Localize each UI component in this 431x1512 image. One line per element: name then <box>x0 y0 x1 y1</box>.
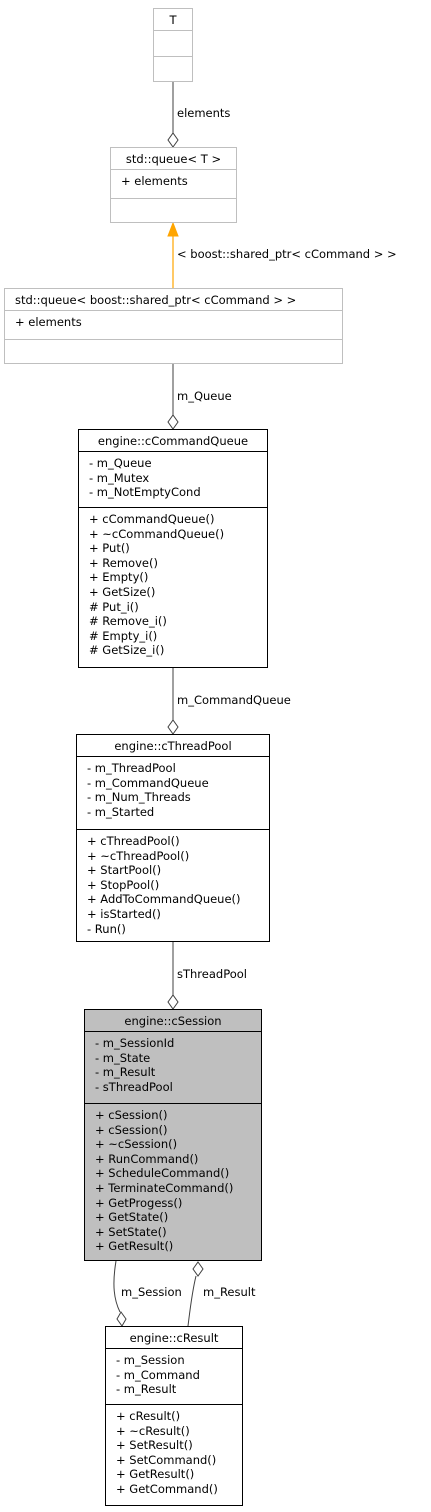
method-item: + SetCommand() <box>116 1452 217 1467</box>
attribute-item: - m_Mutex <box>89 470 150 485</box>
method-item: + GetProgess() <box>95 1195 183 1210</box>
method-item: + GetResult() <box>95 1239 174 1254</box>
attribute-section <box>154 31 192 57</box>
method-item: # Empty_i() <box>89 628 158 643</box>
method-item: + GetCommand() <box>116 1481 218 1496</box>
attribute-section: + elements <box>5 311 342 340</box>
class-box-queue-shared-ptr[interactable]: std::queue< boost::shared_ptr< cCommand … <box>4 288 343 364</box>
template-arrowhead <box>167 221 179 237</box>
class-box-T[interactable]: T <box>153 8 193 82</box>
method-item: # Put_i() <box>89 599 139 614</box>
edge-label-m-queue: m_Queue <box>177 389 232 403</box>
method-item: # Remove_i() <box>89 614 167 629</box>
class-box-queue-T[interactable]: std::queue< T > + elements <box>110 147 237 223</box>
method-item: + cCommandQueue() <box>89 512 215 526</box>
class-title: std::queue< T > <box>111 148 236 170</box>
method-item: + Remove() <box>89 555 158 570</box>
edge-line-m-result <box>187 1275 197 1327</box>
class-title: engine::cSession <box>85 1010 261 1032</box>
attribute-item: - m_Result <box>95 1065 156 1080</box>
attribute-item: + elements <box>15 315 82 329</box>
method-item: + ~cThreadPool() <box>87 848 190 863</box>
attribute-item: - m_Command <box>116 1367 200 1382</box>
attribute-item: - m_Session <box>116 1353 185 1367</box>
method-item: + TerminateCommand() <box>95 1180 234 1195</box>
aggregation-diamond-sthreadpool <box>167 994 179 1010</box>
attribute-section: - m_ThreadPool - m_CommandQueue - m_Num_… <box>77 757 269 830</box>
method-item: + cThreadPool() <box>87 834 180 848</box>
attribute-section: + elements <box>111 170 236 199</box>
aggregation-diamond-m-session <box>116 1311 127 1327</box>
attribute-item: - m_Num_Threads <box>87 790 191 805</box>
class-title: T <box>154 9 192 31</box>
aggregation-diamond-m-queue <box>167 414 179 430</box>
edge-label-template-args: < boost::shared_ptr< cCommand > > <box>177 247 397 261</box>
class-box-cCommandQueue[interactable]: engine::cCommandQueue - m_Queue - m_Mute… <box>78 429 268 668</box>
method-section: + cSession() + cSession() + ~cSession() … <box>85 1104 261 1257</box>
attribute-item: + elements <box>121 174 188 188</box>
attribute-item: - m_CommandQueue <box>87 775 209 790</box>
class-box-cThreadPool[interactable]: engine::cThreadPool - m_ThreadPool - m_C… <box>76 734 270 942</box>
method-item: + SetState() <box>95 1224 167 1239</box>
method-item: + GetResult() <box>116 1467 195 1482</box>
attribute-item: - m_Queue <box>89 456 152 470</box>
attribute-item: - m_ThreadPool <box>87 761 176 775</box>
attribute-item: - m_Result <box>116 1382 177 1397</box>
method-item: + ~cCommandQueue() <box>89 526 225 541</box>
attribute-item: - sThreadPool <box>95 1079 173 1094</box>
method-item: + RunCommand() <box>95 1151 199 1166</box>
attribute-item: - m_Started <box>87 804 155 819</box>
method-section <box>154 57 192 81</box>
attribute-item: - m_State <box>95 1050 151 1065</box>
method-section: + cCommandQueue() + ~cCommandQueue() + P… <box>79 508 267 661</box>
class-title: engine::cThreadPool <box>77 735 269 757</box>
method-item: + StartPool() <box>87 863 162 878</box>
attribute-item: - m_SessionId <box>95 1036 175 1050</box>
aggregation-diamond-m-result <box>192 1261 204 1277</box>
class-title: engine::cCommandQueue <box>79 430 267 452</box>
attribute-section: - m_Queue - m_Mutex - m_NotEmptyCond <box>79 452 267 508</box>
class-box-cSession[interactable]: engine::cSession - m_SessionId - m_State… <box>84 1009 262 1261</box>
edge-label-m-commandqueue: m_CommandQueue <box>177 693 291 707</box>
method-item: + cSession() <box>95 1108 168 1122</box>
attribute-item: - m_NotEmptyCond <box>89 485 201 500</box>
edge-label-elements: elements <box>177 106 231 120</box>
method-item: + cResult() <box>116 1409 181 1423</box>
attribute-section: - m_Session - m_Command - m_Result <box>106 1349 242 1405</box>
method-section: + cThreadPool() + ~cThreadPool() + Start… <box>77 830 269 939</box>
method-item: + ~cResult() <box>116 1423 190 1438</box>
method-section <box>111 199 236 222</box>
method-item: + StopPool() <box>87 877 160 892</box>
method-item: + ~cSession() <box>95 1137 178 1152</box>
method-item: + isStarted() <box>87 906 161 921</box>
method-item: + Put() <box>89 541 130 556</box>
class-box-cResult[interactable]: engine::cResult - m_Session - m_Command … <box>105 1326 243 1506</box>
edge-label-m-session: m_Session <box>121 1285 182 1299</box>
class-title: std::queue< boost::shared_ptr< cCommand … <box>5 289 342 311</box>
aggregation-diamond-elements <box>167 132 179 148</box>
method-item: + GetSize() <box>89 584 156 599</box>
method-item: + Empty() <box>89 570 149 585</box>
edge-label-m-result: m_Result <box>203 1285 256 1299</box>
method-item: + cSession() <box>95 1122 168 1137</box>
method-item: # GetSize_i() <box>89 643 165 658</box>
method-item: - Run() <box>87 921 126 936</box>
method-section: + cResult() + ~cResult() + SetResult() +… <box>106 1405 242 1500</box>
edge-line-m-session <box>113 1260 121 1313</box>
method-section <box>5 340 342 363</box>
method-item: + SetResult() <box>116 1438 193 1453</box>
aggregation-diamond-m-commandqueue <box>167 719 179 735</box>
attribute-section: - m_SessionId - m_State - m_Result - sTh… <box>85 1032 261 1104</box>
edge-label-sthreadpool: sThreadPool <box>177 967 247 981</box>
class-title: engine::cResult <box>106 1327 242 1349</box>
method-item: + GetState() <box>95 1210 169 1225</box>
method-item: + ScheduleCommand() <box>95 1166 230 1181</box>
method-item: + AddToCommandQueue() <box>87 892 241 907</box>
